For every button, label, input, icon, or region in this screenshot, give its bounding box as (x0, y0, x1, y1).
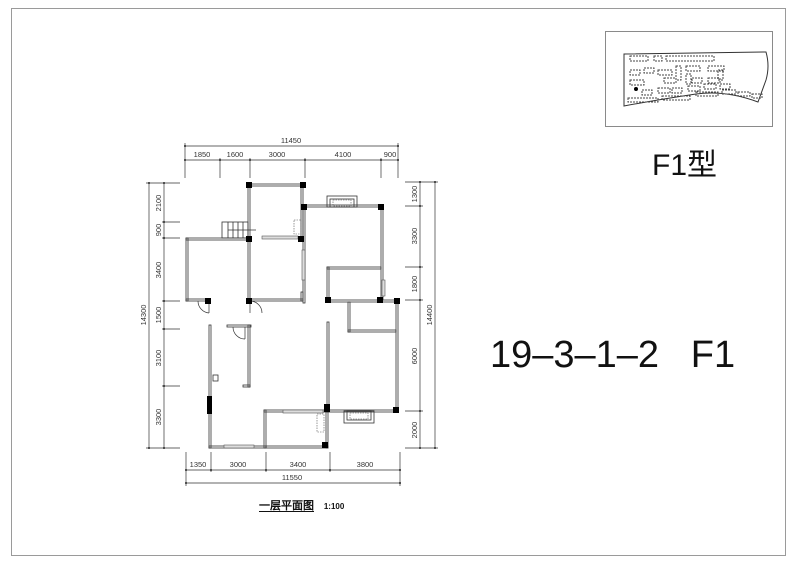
dim-top-seg: 1600 (227, 150, 244, 159)
fixture-icon (212, 374, 219, 382)
dimension-ticks (148, 145, 436, 484)
dim-top-seg: 900 (384, 150, 397, 159)
dim-top-seg: 3000 (269, 150, 286, 159)
dim-left-seg: 3100 (154, 350, 163, 367)
dim-right-seg: 6000 (410, 348, 419, 365)
dim-bottom-seg: 3400 (290, 460, 307, 469)
dim-right-seg: 3300 (410, 228, 419, 245)
dim-left-seg: 3300 (154, 409, 163, 426)
equipment-symbols (293, 199, 369, 433)
dim-left-seg: 900 (154, 224, 163, 237)
site-key-plan (605, 31, 773, 127)
dim-right-total: 14400 (425, 305, 434, 326)
dim-top-total: 11450 (281, 136, 301, 145)
dim-left-seg: 2100 (154, 195, 163, 212)
unit-type-label: F1型 (652, 149, 718, 182)
door-swings (197, 300, 263, 340)
dimension-lines (146, 143, 438, 486)
sheet-border (11, 8, 786, 556)
windows (223, 235, 386, 449)
plan-scale: 1:100 (323, 502, 345, 511)
structural-columns (205, 182, 400, 448)
dim-bottom-seg: 1350 (190, 460, 207, 469)
dim-left-seg: 3400 (154, 262, 163, 279)
dim-right-seg: 1800 (410, 276, 419, 293)
balconies (326, 195, 375, 424)
dim-bottom-total: 11550 (282, 473, 302, 482)
plan-title-name: 一层平面图 (259, 499, 314, 512)
dim-left-seg: 1500 (154, 307, 163, 324)
site-plan-thumbnail (623, 51, 769, 107)
plan-title: 一层平面图 1:100 (259, 497, 344, 513)
dim-bottom-seg: 3800 (357, 460, 374, 469)
dim-left-total: 14300 (139, 305, 148, 326)
dim-bottom-seg: 3000 (230, 460, 247, 469)
dim-right-seg: 1300 (410, 186, 419, 203)
dim-top-seg: 1850 (194, 150, 211, 159)
dim-top-seg: 4100 (335, 150, 352, 159)
dim-right-seg: 2000 (410, 422, 419, 439)
walls (185, 183, 399, 449)
unit-number-label: 19–3–1–2 F1 (490, 334, 736, 376)
